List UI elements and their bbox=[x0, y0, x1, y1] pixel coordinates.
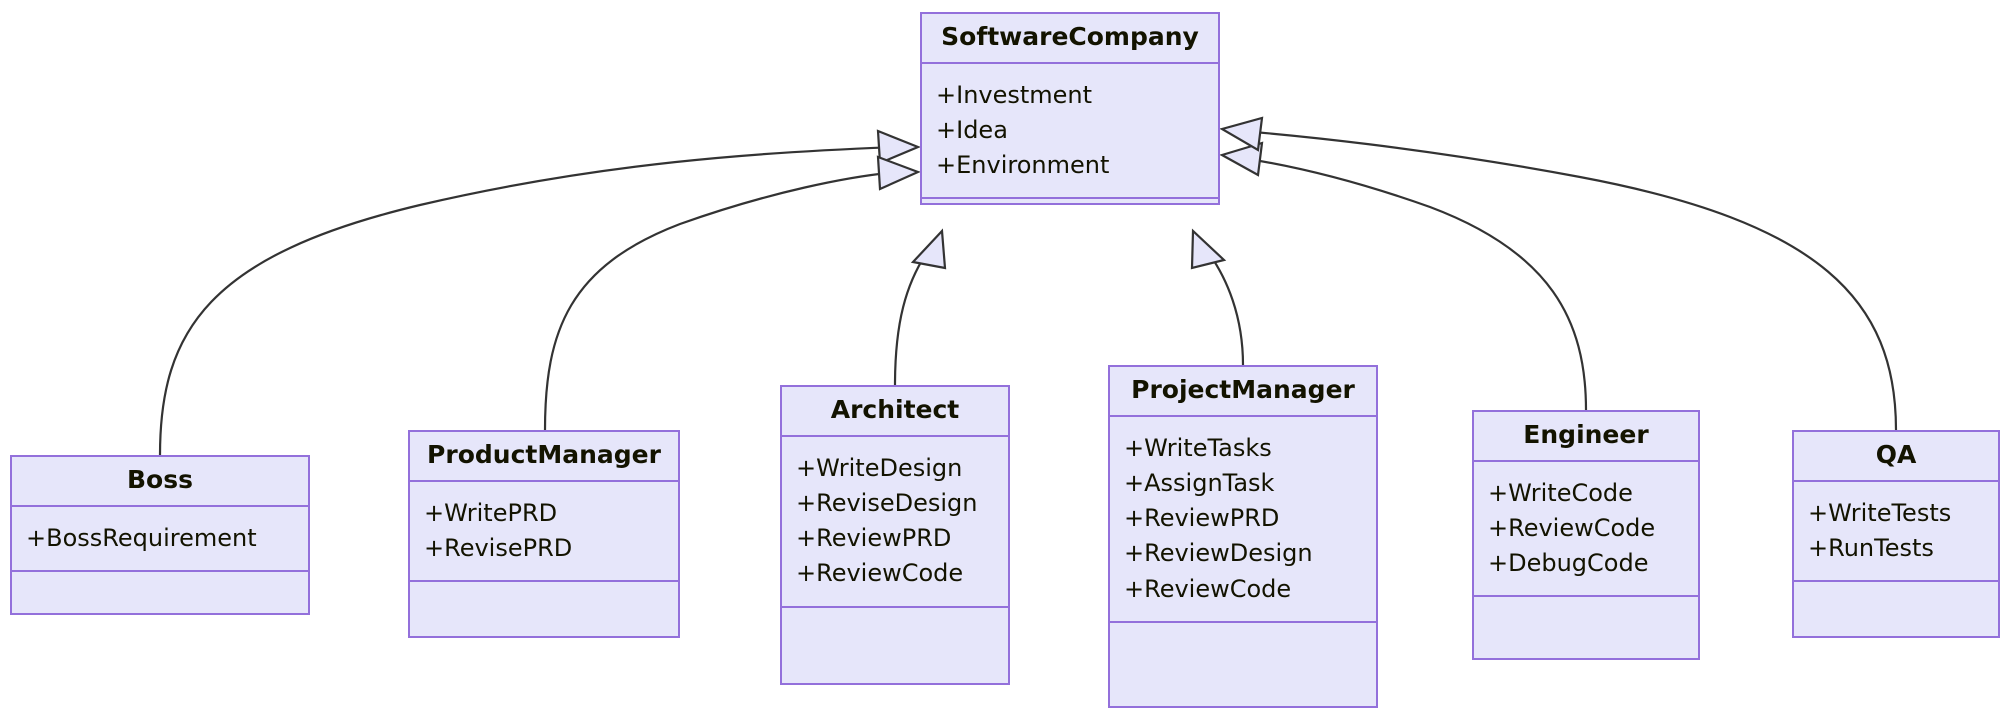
uml-attribute: +WriteDesign bbox=[796, 453, 963, 482]
uml-class-name: SoftwareCompany bbox=[922, 14, 1218, 64]
uml-attribute-compartment: +WriteCode +ReviewCode +DebugCode bbox=[1474, 462, 1698, 598]
uml-attribute: +ReviewPRD bbox=[1124, 504, 1280, 533]
uml-attribute: +WriteTests bbox=[1808, 498, 1952, 527]
uml-attribute: +ReviseDesign bbox=[796, 488, 978, 517]
uml-method-compartment bbox=[1474, 597, 1698, 658]
uml-class-projectmanager[interactable]: ProjectManager +WriteTasks +AssignTask +Rev… bbox=[1108, 365, 1378, 708]
uml-method-compartment bbox=[1794, 582, 1998, 636]
uml-class-name: Boss bbox=[12, 457, 308, 507]
uml-attribute: +RunTests bbox=[1808, 533, 1934, 562]
uml-attribute: +WritePRD bbox=[424, 498, 558, 527]
uml-class-engineer[interactable]: Engineer +WriteCode +ReviewCode +DebugCode bbox=[1472, 410, 1700, 660]
uml-attribute-compartment: +Investment +Idea +Environment bbox=[922, 64, 1218, 200]
uml-class-productmanager[interactable]: ProductManager +WritePRD +RevisePRD bbox=[408, 430, 680, 638]
uml-attribute-compartment: +WriteTests +RunTests bbox=[1794, 482, 1998, 583]
generalization-edge-project-manager bbox=[1190, 228, 1245, 366]
uml-class-name: Architect bbox=[782, 387, 1008, 437]
uml-attribute: +ReviewCode bbox=[1488, 513, 1656, 542]
uml-attribute: +RevisePRD bbox=[424, 533, 573, 562]
uml-class-architect[interactable]: Architect +WriteDesign +ReviseDesign +Revie… bbox=[780, 385, 1010, 685]
uml-class-softwarecompany[interactable]: SoftwareCompany +Investment +Idea +Environm… bbox=[920, 12, 1220, 205]
generalization-edge-architect bbox=[893, 228, 947, 386]
uml-attribute: +ReviewCode bbox=[796, 559, 964, 588]
uml-class-qa[interactable]: QA +WriteTests +RunTests bbox=[1792, 430, 2000, 638]
uml-method-compartment bbox=[922, 199, 1218, 219]
uml-attribute-compartment: +WriteTasks +AssignTask +ReviewPRD +ReviewD… bbox=[1110, 417, 1376, 623]
uml-attribute-compartment: +BossRequirement bbox=[12, 507, 308, 572]
uml-attribute: +ReviewDesign bbox=[1124, 539, 1313, 568]
uml-class-name: QA bbox=[1794, 432, 1998, 482]
uml-attribute: +Environment bbox=[936, 151, 1110, 180]
uml-class-boss[interactable]: Boss +BossRequirement bbox=[10, 455, 310, 615]
uml-attribute: +WriteTasks bbox=[1124, 433, 1272, 462]
uml-class-name: ProjectManager bbox=[1110, 367, 1376, 417]
uml-class-name: ProductManager bbox=[410, 432, 678, 482]
uml-attribute: +WriteCode bbox=[1488, 478, 1633, 507]
uml-attribute: +ReviewPRD bbox=[796, 524, 952, 553]
uml-attribute: +Investment bbox=[936, 80, 1093, 109]
uml-attribute-compartment: +WritePRD +RevisePRD bbox=[410, 482, 678, 583]
uml-attribute: +Idea bbox=[936, 115, 1008, 144]
uml-method-compartment bbox=[12, 572, 308, 613]
uml-method-compartment bbox=[782, 608, 1008, 683]
uml-attribute: +DebugCode bbox=[1488, 549, 1649, 578]
uml-method-compartment bbox=[1110, 623, 1376, 706]
uml-attribute: +BossRequirement bbox=[26, 523, 257, 552]
uml-attribute: +AssignTask bbox=[1124, 468, 1275, 497]
uml-attribute: +ReviewCode bbox=[1124, 574, 1292, 603]
uml-method-compartment bbox=[410, 582, 678, 636]
uml-attribute-compartment: +WriteDesign +ReviseDesign +ReviewPRD +Revi… bbox=[782, 437, 1008, 608]
uml-class-name: Engineer bbox=[1474, 412, 1698, 462]
